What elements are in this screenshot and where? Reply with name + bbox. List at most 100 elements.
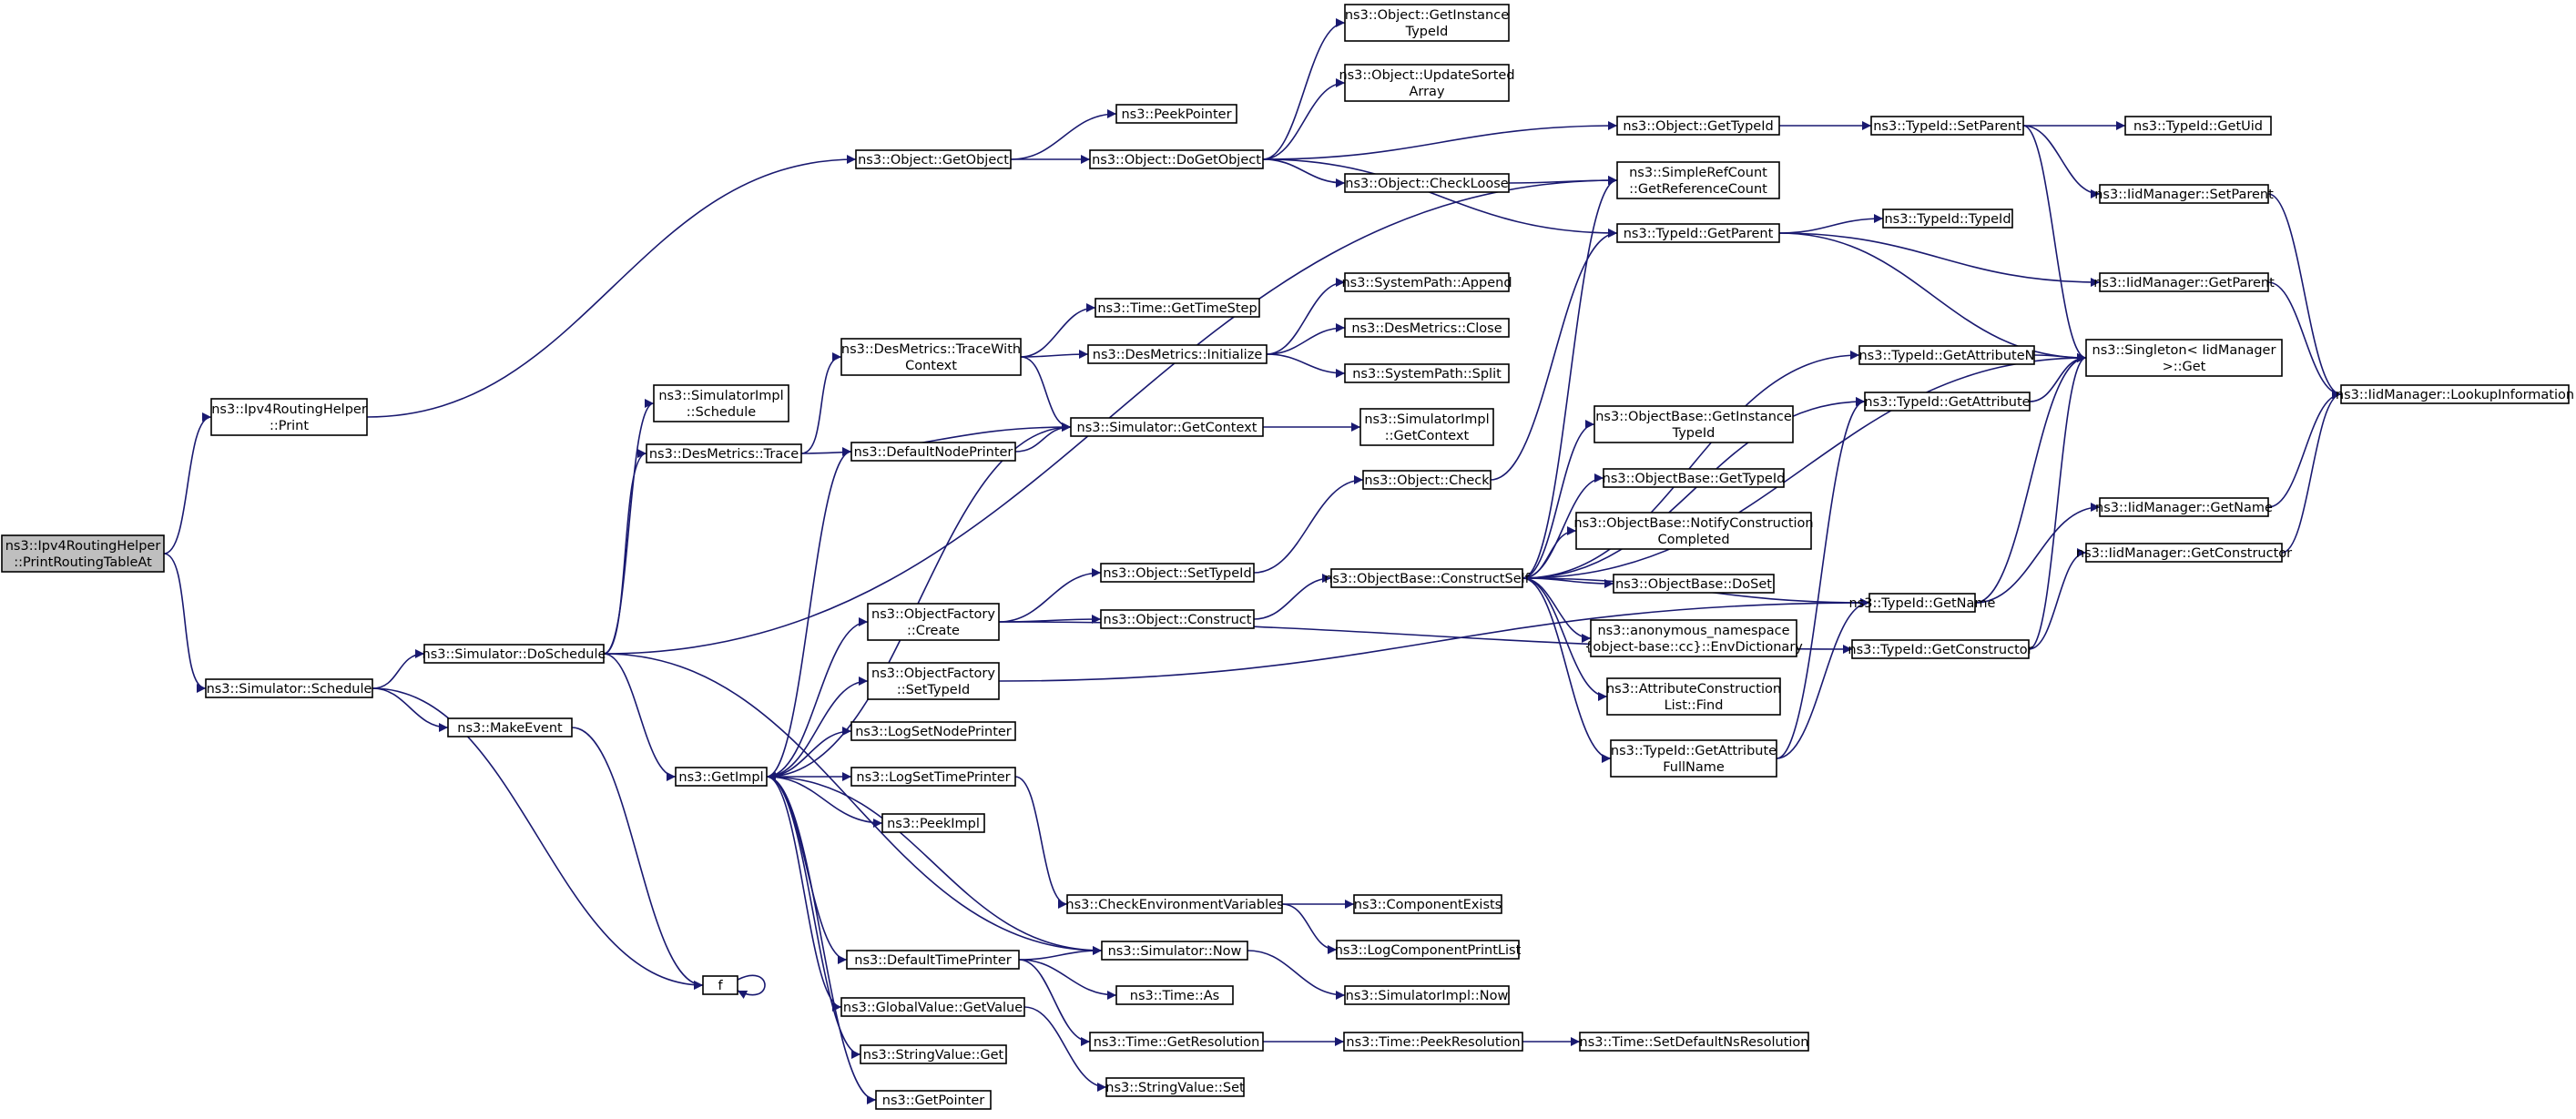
node-label: ns3::Object::Check	[1364, 473, 1490, 488]
node-getpointer[interactable]: ns3::GetPointer	[875, 1090, 992, 1110]
edge-desm_initialize-to-syspath_split	[1266, 353, 1346, 378]
node-label: ns3::IidManager::SetParent	[2094, 188, 2274, 202]
node-desm_trace[interactable]: ns3::DesMetrics::Trace	[646, 443, 802, 463]
edge-arrow	[1010, 109, 1117, 160]
node-time_setdefaultnsresolution[interactable]: ns3::Time::SetDefaultNsResolution	[1579, 1032, 1809, 1052]
node-componentexists[interactable]: ns3::ComponentExists	[1353, 894, 1502, 914]
node-sim_now[interactable]: ns3::Simulator::Now	[1101, 941, 1248, 961]
node-simimpl_getcontext[interactable]: ns3::SimulatorImpl::GetContext	[1359, 408, 1494, 446]
node-checkenv[interactable]: ns3::CheckEnvironmentVariables	[1065, 894, 1284, 914]
node-ob_doset[interactable]: ns3::ObjectBase::DoSet	[1613, 574, 1775, 594]
node-logsettimeprinter[interactable]: ns3::LogSetTimePrinter	[850, 767, 1016, 787]
edge-arrow	[2281, 390, 2342, 554]
node-label: ns3::TypeId::TypeId	[1884, 212, 2011, 227]
node-of_settypeid[interactable]: ns3::ObjectFactory::SetTypeId	[867, 662, 1000, 700]
node-time_gettimestep[interactable]: ns3::Time::GetTimeStep	[1095, 298, 1260, 318]
node-print[interactable]: ns3::Ipv4RoutingHelper::Print	[210, 398, 368, 436]
node-logcomponentprintlist[interactable]: ns3::LogComponentPrintList	[1335, 940, 1522, 960]
node-getattribute[interactable]: ns3::TypeId::GetAttribute	[1864, 392, 2031, 412]
node-typeid_getname[interactable]: ns3::TypeId::GetName	[1849, 593, 1996, 613]
node-getparent[interactable]: ns3::TypeId::GetParent	[1616, 223, 1780, 243]
node-label: ns3::SimpleRefCount	[1629, 166, 1767, 180]
node-object_check[interactable]: ns3::Object::Check	[1362, 470, 1492, 490]
node-f[interactable]: f	[702, 975, 738, 995]
node-label: ns3::GetPointer	[882, 1094, 985, 1108]
node-ob_notifyconstruction[interactable]: ns3::ObjectBase::NotifyConstructionCompl…	[1573, 512, 1814, 550]
edge-object_construct-to-ob_constructself	[1253, 574, 1332, 620]
node-box	[1359, 408, 1494, 446]
edge-arrow	[1014, 422, 1072, 453]
node-simplerefcount[interactable]: ns3::SimpleRefCount::GetReferenceCount	[1616, 161, 1780, 199]
node-schedule[interactable]: ns3::Simulator::Schedule	[205, 678, 373, 698]
node-peekimpl[interactable]: ns3::PeekImpl	[881, 813, 985, 833]
node-stringvalue_get[interactable]: ns3::StringValue::Get	[860, 1044, 1007, 1064]
node-lookup[interactable]: ns3::IidManager::LookupInformation	[2336, 384, 2574, 404]
edge-arrow	[1014, 776, 1068, 909]
node-syspath_append[interactable]: ns3::SystemPath::Append	[1341, 272, 1512, 292]
edge-arrow	[766, 676, 869, 778]
node-stringvalue_set[interactable]: ns3::StringValue::Set	[1105, 1077, 1245, 1097]
edge-getimpl-to-of_create	[766, 617, 869, 778]
node-object_construct[interactable]: ns3::Object::Construct	[1100, 609, 1255, 629]
edge-arrow	[800, 352, 842, 454]
node-getobject[interactable]: ns3::Object::GetObject	[855, 149, 1012, 169]
edge-arrow	[2267, 281, 2342, 399]
node-iid_setparent[interactable]: ns3::IidManager::SetParent	[2094, 184, 2274, 204]
node-peekpointer[interactable]: ns3::PeekPointer	[1115, 104, 1237, 124]
node-ob_constructself[interactable]: ns3::ObjectBase::ConstructSelf	[1324, 568, 1531, 588]
node-singleton_get[interactable]: ns3::Singleton< IidManager >::Get	[2085, 339, 2283, 377]
edge-iid_getname-to-lookup	[2267, 390, 2342, 508]
node-iid_getparent[interactable]: ns3::IidManager::GetParent	[2093, 272, 2275, 292]
node-box	[1613, 574, 1775, 594]
node-getattributen[interactable]: ns3::TypeId::GetAttributeN	[1858, 345, 2035, 365]
node-desm_initialize[interactable]: ns3::DesMetrics::Initialize	[1087, 344, 1268, 364]
edge-ob_constructself-to-singleton_get	[1522, 353, 2087, 579]
node-typeid_typeid[interactable]: ns3::TypeId::TypeId	[1882, 209, 2013, 229]
node-defaulttimeprinter[interactable]: ns3::DefaultTimePrinter	[846, 950, 1020, 970]
node-iid_getconstructor[interactable]: ns3::IidManager::GetConstructor	[2076, 543, 2292, 563]
node-iid_getname[interactable]: ns3::IidManager::GetName	[2095, 497, 2273, 517]
node-simimpl_schedule[interactable]: ns3::SimulatorImpl::Schedule	[653, 384, 789, 422]
node-label: ns3::Simulator::Now	[1108, 944, 1242, 959]
node-syspath_split[interactable]: ns3::SystemPath::Split	[1344, 363, 1510, 383]
node-time_getresolution[interactable]: ns3::Time::GetResolution	[1089, 1032, 1264, 1052]
node-simimpl_now[interactable]: ns3::SimulatorImpl::Now	[1344, 985, 1510, 1005]
node-setparent[interactable]: ns3::TypeId::SetParent	[1870, 116, 2024, 136]
node-time_as[interactable]: ns3::Time::As	[1115, 985, 1234, 1005]
edge-arrow	[1247, 950, 1346, 1000]
node-sim_doschedule[interactable]: ns3::Simulator::DoSchedule	[423, 644, 606, 664]
node-of_create[interactable]: ns3::ObjectFactory::Create	[867, 603, 1000, 641]
node-sim_getcontext[interactable]: ns3::Simulator::GetContext	[1070, 417, 1264, 437]
edge-getimpl-to-defaultnodeprinter	[766, 447, 852, 778]
edge-arrow	[1262, 18, 1346, 160]
node-desm_close[interactable]: ns3::DesMetrics::Close	[1344, 318, 1510, 338]
node-box	[1882, 209, 2013, 229]
node-label: ns3::Time::GetResolution	[1094, 1035, 1260, 1050]
node-label: ns3::DesMetrics::TraceWith	[841, 342, 1021, 357]
node-obj_gettypeid[interactable]: ns3::Object::GetTypeId	[1616, 116, 1780, 136]
node-envdictionary[interactable]: ns3::anonymous_namespace{object-base::cc…	[1584, 619, 1803, 657]
node-logsetnodeprinter[interactable]: ns3::LogSetNodePrinter	[850, 721, 1016, 741]
node-defaultnodeprinter[interactable]: ns3::DefaultNodePrinter	[850, 442, 1016, 462]
node-getuid[interactable]: ns3::TypeId::GetUid	[2124, 116, 2272, 136]
node-dogetobject[interactable]: ns3::Object::DoGetObject	[1089, 149, 1264, 169]
node-getimpl[interactable]: ns3::GetImpl	[675, 767, 768, 787]
node-checkloose[interactable]: ns3::Object::CheckLoose	[1344, 173, 1510, 193]
node-label: ns3::TypeId::GetAttributeN	[1858, 349, 2034, 363]
node-box	[1100, 563, 1255, 583]
node-object_settypeid[interactable]: ns3::Object::SetTypeId	[1100, 563, 1255, 583]
node-time_peekresolution[interactable]: ns3::Time::PeekResolution	[1343, 1032, 1523, 1052]
node-makeevent[interactable]: ns3::MakeEvent	[447, 717, 573, 738]
node-globalvalue_getvalue[interactable]: ns3::GlobalValue::GetValue	[840, 997, 1025, 1017]
edge-iid_setparent-to-lookup	[2267, 193, 2342, 399]
node-ob_gettypeid[interactable]: ns3::ObjectBase::GetTypeId	[1603, 468, 1786, 488]
node-typeid_getconstructor[interactable]: ns3::TypeId::GetConstructor	[1848, 639, 2033, 659]
edge-ob_constructself-to-ob_getinstancetypeid	[1522, 420, 1595, 579]
node-box	[1070, 417, 1264, 437]
